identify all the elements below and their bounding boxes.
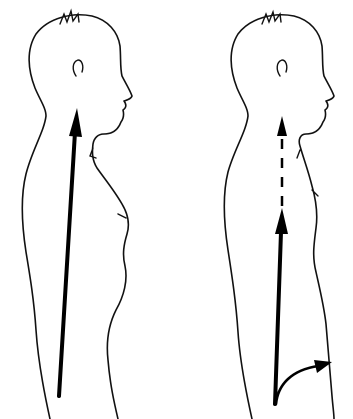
right-arrow-head-dashed bbox=[277, 116, 287, 136]
left-ear bbox=[73, 60, 83, 76]
right-ear bbox=[277, 60, 287, 76]
right-neck-detail bbox=[297, 150, 300, 158]
right-hair-tuft bbox=[262, 12, 281, 24]
right-curved-arrow-path bbox=[276, 366, 318, 404]
left-arrow-shaft bbox=[59, 132, 75, 396]
left-upward-arrow bbox=[59, 108, 82, 396]
right-upward-arrow bbox=[275, 116, 288, 404]
right-arrow-shaft bbox=[275, 232, 281, 404]
right-curved-arrow bbox=[276, 360, 332, 404]
left-arrow-head bbox=[69, 108, 82, 137]
right-arrow-head-solid bbox=[275, 208, 288, 234]
left-chest-detail bbox=[118, 214, 126, 218]
right-figure bbox=[224, 12, 334, 419]
left-hair-tuft bbox=[60, 11, 79, 24]
left-body-outline bbox=[22, 15, 132, 419]
left-figure bbox=[22, 11, 132, 419]
